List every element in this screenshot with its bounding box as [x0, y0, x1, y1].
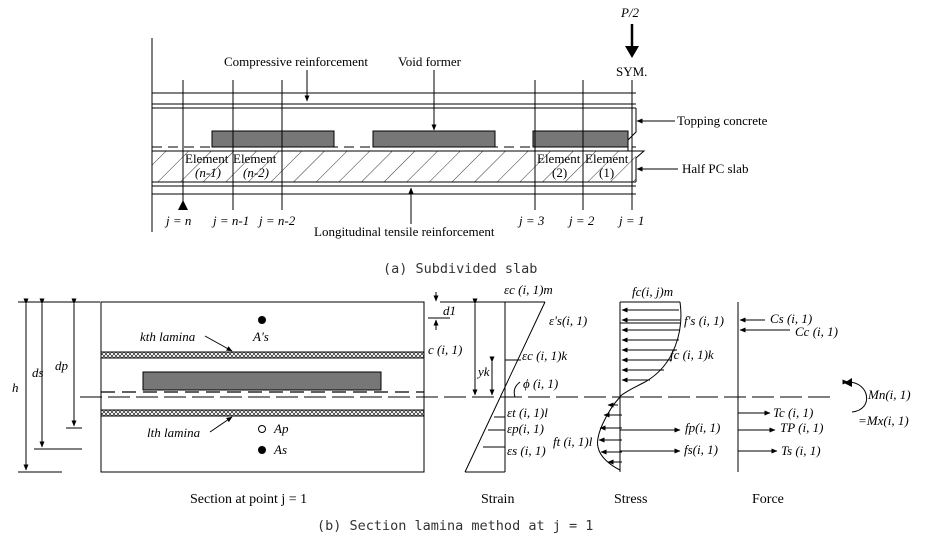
ap-label: Ap — [273, 421, 289, 436]
c-label: c (i, 1) — [428, 342, 462, 357]
force-title: Force — [752, 492, 784, 507]
stress-tension-arrows — [598, 402, 622, 465]
j-label: j = n — [164, 213, 191, 228]
strain-es-top: ε's(i, 1) — [549, 313, 587, 328]
j-label: j = 3 — [517, 213, 545, 228]
strain-ec-k: εc (i, 1)k — [522, 348, 567, 363]
yk-label: yk — [476, 364, 490, 379]
topping-concrete-label: Topping concrete — [677, 113, 768, 128]
load-label: P/2 — [620, 5, 640, 20]
element-label: Element — [537, 151, 581, 166]
force-mn: Mn(i, 1) — [867, 387, 911, 402]
strain-phi: ϕ (i, 1) — [523, 376, 558, 391]
force-ts: Ts (i, 1) — [781, 443, 821, 458]
force-diagram: Cs (i, 1) Cc (i, 1) Tc (i, 1) TP (i, 1) … — [737, 302, 911, 507]
lth-lamina-label: lth lamina — [147, 425, 201, 440]
stress-fs: fs(i, 1) — [684, 442, 718, 457]
as-prime-label: A's — [252, 329, 269, 344]
element-label: Element — [233, 151, 277, 166]
force-mx: =Mx(i, 1) — [858, 413, 909, 428]
force-cc: Cc (i, 1) — [795, 324, 838, 339]
longitudinal-reinforcement-label: Longitudinal tensile reinforcement — [314, 224, 495, 239]
strain-es: εs (i, 1) — [507, 443, 546, 458]
subdivided-slab: P/2 SYM. Compressive reinforcement Void … — [151, 5, 768, 277]
stress-compression-arrows — [621, 307, 680, 383]
dp-label: dp — [55, 358, 69, 373]
stress-diagram: fc(i, j)m f's (i, 1) fc (i, 1)k ft (i, 1… — [553, 284, 724, 507]
element-labels: Element (n-1) Element (n-2) Element (2) … — [185, 151, 629, 180]
stress-fs-top: f's (i, 1) — [684, 313, 724, 328]
section-diagram: h ds dp kth lamina lth lamina A's Ap As … — [12, 292, 830, 507]
compressive-reinforcement-label: Compressive reinforcement — [224, 54, 368, 69]
element-label: Element — [185, 151, 229, 166]
element-index: (1) — [599, 165, 614, 180]
h-label: h — [12, 380, 19, 395]
strain-ep: εp(i, 1) — [507, 421, 544, 436]
void-former-label: Void former — [398, 54, 462, 69]
section-title: Section at point j = 1 — [190, 492, 307, 507]
strain-title: Strain — [481, 492, 514, 507]
j-label: j = 1 — [617, 213, 644, 228]
stress-fc-m: fc(i, j)m — [632, 284, 673, 299]
strain-diagram: c (i, 1) yk εc (i, 1)m ε's(i, 1) εc (i, … — [428, 282, 587, 507]
force-tp: TP (i, 1) — [780, 420, 823, 435]
sym-label: SYM. — [616, 64, 647, 79]
caption-b: (b) Section lamina method at j = 1 — [317, 518, 593, 534]
half-pc-slab-label: Half PC slab — [682, 161, 748, 176]
j-labels: j = n j = n-1 j = n-2 j = 3 j = 2 j = 1 — [164, 213, 644, 228]
as-label: As — [273, 442, 287, 457]
force-tc: Tc (i, 1) — [773, 405, 813, 420]
stress-fp: fp(i, 1) — [685, 420, 720, 435]
element-index: (n-1) — [195, 165, 221, 180]
j-label: j = 2 — [567, 213, 595, 228]
j-label: j = n-2 — [257, 213, 296, 228]
caption-a: (a) Subdivided slab — [383, 261, 537, 277]
stress-ft-l: ft (i, 1)l — [553, 434, 593, 449]
element-index: (2) — [552, 165, 567, 180]
stress-title: Stress — [614, 492, 647, 507]
d1-label: d1 — [443, 303, 456, 318]
element-index: (n-2) — [243, 165, 269, 180]
strain-ec-m: εc (i, 1)m — [504, 282, 553, 297]
element-label: Element — [585, 151, 629, 166]
ds-label: ds — [32, 365, 44, 380]
stress-fc-k: fc (i, 1)k — [670, 347, 714, 362]
j-label: j = n-1 — [211, 213, 249, 228]
kth-lamina-label: kth lamina — [140, 329, 196, 344]
strain-et-l: εt (i, 1)l — [507, 405, 548, 420]
force-cs: Cs (i, 1) — [770, 311, 812, 326]
